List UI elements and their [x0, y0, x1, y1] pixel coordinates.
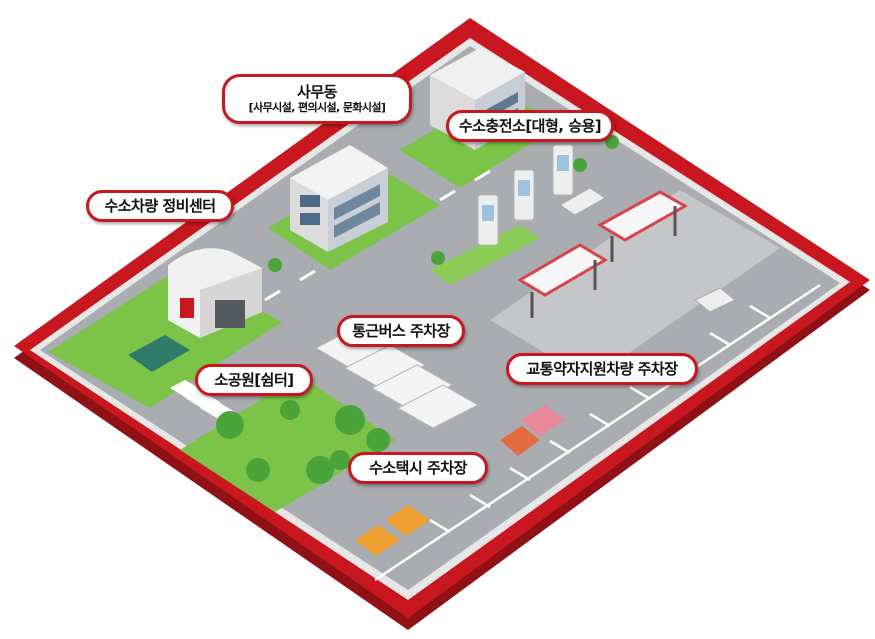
- callout-office: 사무동 [사무시설, 편의시설, 문화시설]: [222, 74, 412, 124]
- callout-station-title: 수소충전소[대형, 승용]: [458, 116, 602, 135]
- callout-bus-parking-title: 통근버스 주차장: [352, 321, 450, 340]
- hydrogen-dispensers: [477, 144, 574, 246]
- callout-park-title: 소공원[쉼터]: [214, 370, 294, 389]
- callout-maintenance-title: 수소차량 정비센터: [104, 196, 216, 215]
- callout-accessible-parking: 교통약자지원차량 주차장: [506, 353, 698, 385]
- office-building: [290, 145, 388, 252]
- callout-office-title: 사무동: [297, 82, 337, 101]
- callout-taxi-parking-title: 수소택시 주차장: [369, 458, 467, 477]
- callout-bus-parking: 통근버스 주차장: [337, 315, 465, 347]
- callout-accessible-parking-title: 교통약자지원차량 주차장: [526, 359, 678, 378]
- cars: [128, 187, 736, 556]
- callout-taxi-parking: 수소택시 주차장: [348, 452, 488, 484]
- station-lot: [490, 190, 780, 380]
- callout-office-subtitle: [사무시설, 편의시설, 문화시설]: [248, 100, 386, 114]
- callout-station: 수소충전소[대형, 승용]: [446, 110, 614, 142]
- trees: [216, 135, 619, 484]
- canopies: [517, 190, 689, 318]
- callout-maintenance: 수소차량 정비센터: [86, 190, 234, 222]
- callout-park: 소공원[쉼터]: [195, 364, 313, 396]
- maintenance-hangar: [168, 248, 262, 338]
